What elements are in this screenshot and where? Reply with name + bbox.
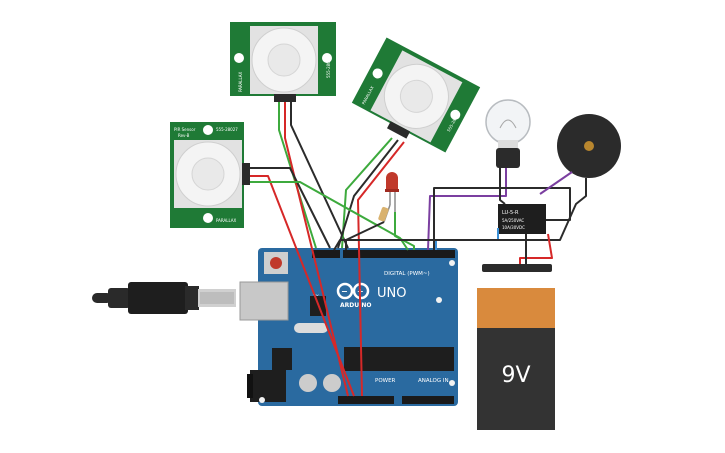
usb-cable bbox=[92, 282, 236, 314]
resistor bbox=[378, 204, 391, 223]
piezo-buzzer bbox=[557, 114, 621, 178]
relay-label-3: 10A/30VDC bbox=[502, 225, 525, 230]
pir-sensor-3: 555-28027 PARALLAX PIR Sensor Rev-B bbox=[170, 122, 250, 228]
arduino-uno: − + UNO ARDUINO DIGITAL (PWM~) POWER ANA… bbox=[239, 248, 458, 406]
reset-button[interactable] bbox=[270, 257, 282, 269]
pir-3-rev: Rev-B bbox=[178, 133, 190, 138]
battery-label: 9V bbox=[501, 363, 530, 388]
pir-1-part: 555-28027 bbox=[326, 56, 331, 78]
wires bbox=[250, 102, 587, 397]
digital-label: DIGITAL (PWM~) bbox=[384, 271, 430, 277]
power-label: POWER bbox=[375, 378, 396, 384]
relay: LU-5-R 5A/250VAC 10A/30VDC bbox=[498, 204, 546, 234]
uno-logo-text: UNO bbox=[377, 286, 406, 301]
battery-9v: 9V bbox=[477, 264, 555, 430]
analog-label: ANALOG IN bbox=[418, 378, 449, 384]
pir-sensor-2: 555-28027 PARALLAX bbox=[351, 37, 481, 153]
svg-text:−: − bbox=[341, 287, 348, 296]
pir-3-model: PIR Sensor bbox=[174, 127, 196, 132]
light-bulb bbox=[485, 99, 531, 168]
pir-sensor-1: 555-28027 PARALLAX bbox=[230, 22, 336, 102]
relay-label-2: 5A/250VAC bbox=[502, 218, 524, 223]
pir-3-brand: PARALLAX bbox=[216, 218, 237, 223]
pir-3-part: 555-28027 bbox=[216, 127, 238, 132]
arduino-brand-text: ARDUINO bbox=[340, 302, 371, 309]
relay-label-1: LU-5-R bbox=[502, 210, 519, 216]
red-led bbox=[385, 172, 399, 212]
pir-1-brand: PARALLAX bbox=[238, 71, 243, 92]
